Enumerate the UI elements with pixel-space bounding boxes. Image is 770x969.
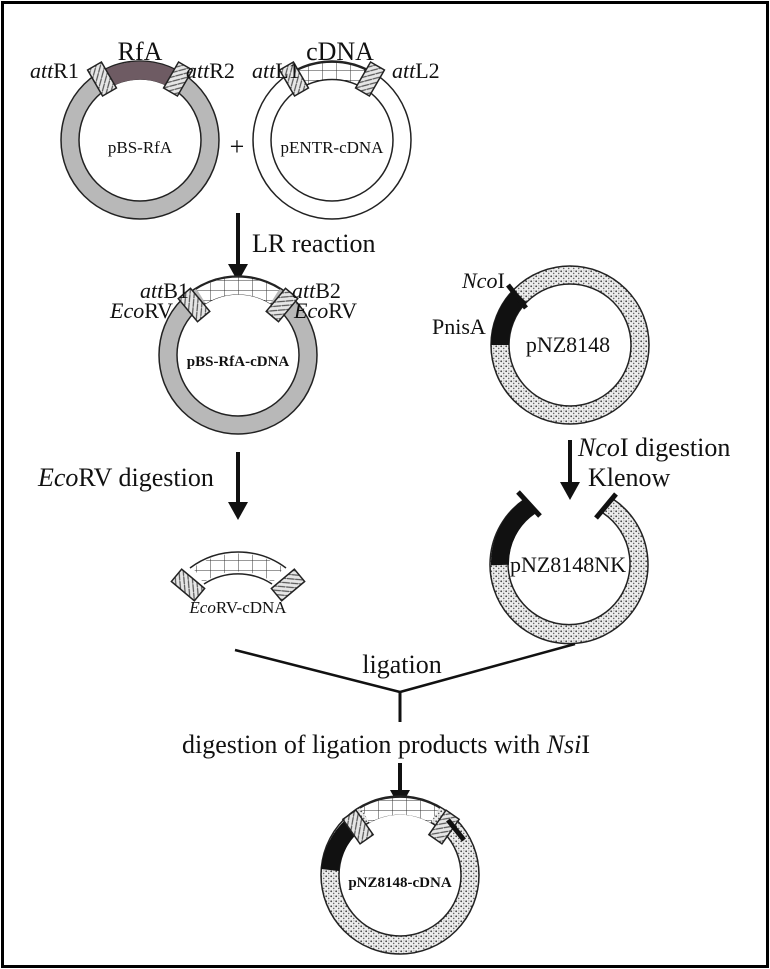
attl1-site [278, 60, 310, 98]
attb1-label: attB1 [140, 278, 189, 303]
fragment-ecorv-cdna: EcoRV-cDNA [170, 551, 306, 617]
attb2-site [265, 287, 299, 323]
plasmid-pbs-rfa-cdna: pBS-RfA-cDNA attB1 EcoRV attB2 EcoRV [109, 275, 357, 435]
arrow-ncoi [560, 440, 580, 500]
ecorv-cdna-label: EcoRV-cDNA [188, 598, 287, 617]
attr1-label: attR1 [30, 58, 79, 83]
pbs-rfa-cdna-label: pBS-RfA-cDNA [187, 354, 290, 370]
plasmid-pnz8148: pNZ8148 PnisA NcoI [432, 265, 650, 425]
plasmid-pbs-rfa: pBS-RfA RfA attR1 attR2 [30, 37, 235, 220]
pnz8148nk-label: pNZ8148NK [510, 552, 626, 577]
rfa-insert-arc [100, 61, 180, 88]
step-ligation: ligation [362, 650, 441, 679]
attl2-label: attL2 [392, 58, 440, 83]
cdna-insert-arc [292, 61, 372, 88]
plasmid-pnz8148nk: pNZ8148NK [489, 490, 649, 645]
plus-sign: + [230, 132, 245, 161]
arrow-ecorv [228, 452, 248, 520]
ecorv-right-label: EcoRV [293, 298, 357, 323]
attr1-site [86, 60, 118, 98]
pnz8148-label: pNZ8148 [526, 332, 610, 357]
attr2-site [162, 60, 194, 98]
attb2-label: attB2 [292, 278, 341, 303]
step-ecorv-digestion: EcoRV digestion [37, 463, 214, 492]
arrow-lr [228, 213, 248, 282]
ecorv-left-label: EcoRV [109, 298, 173, 323]
pnisa-label: PnisA [432, 314, 486, 339]
plasmid-pentr-cdna: pENTR-cDNA cDNA attL1 attL2 [252, 37, 440, 220]
attl2-site [354, 60, 386, 98]
attr2-label: attR2 [186, 58, 235, 83]
step-lr-reaction: LR reaction [252, 229, 375, 258]
plasmid-pnz8148-cdna: pNZ8148-cDNA [320, 795, 480, 955]
attl1-label: attL1 [252, 58, 300, 83]
step-nsi-digestion: digestion of ligation products with NsiI [182, 730, 590, 759]
pbs-rfa-label: pBS-RfA [108, 138, 173, 157]
ncoi-site [506, 283, 528, 310]
step-klenow: Klenow [588, 463, 671, 492]
rfa-label: RfA [118, 37, 163, 66]
ncoi-label: NcoI [461, 268, 505, 293]
step-ncoi-digestion: NcoI digestion [577, 433, 730, 462]
cdna-label: cDNA [306, 37, 374, 66]
pnz8148-cdna-label: pNZ8148-cDNA [348, 875, 451, 891]
ligation-join [234, 642, 576, 722]
attb1-site [177, 287, 211, 323]
pentr-cdna-label: pENTR-cDNA [281, 138, 385, 157]
